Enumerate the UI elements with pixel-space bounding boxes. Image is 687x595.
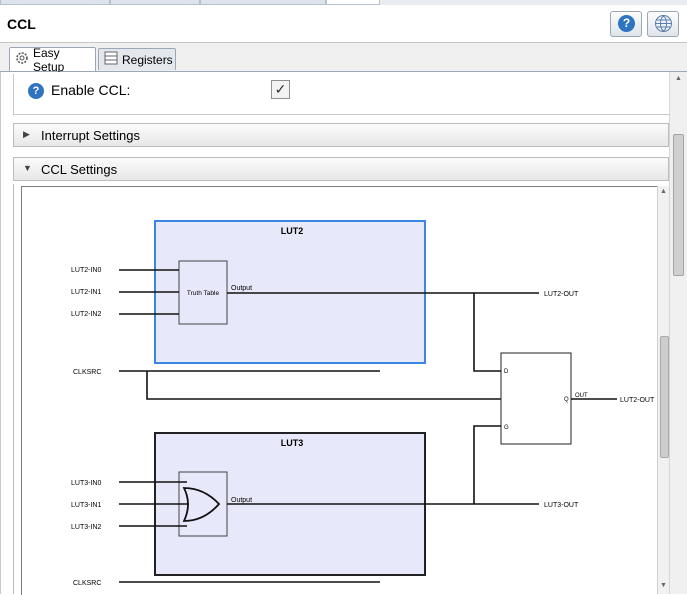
truth-table-block[interactable] [178,260,228,325]
lut3-in2-label: LUT3-IN2 [71,524,101,531]
lut3-out-label: LUT3-OUT [544,502,579,509]
lut3-output-label: Output [231,497,252,504]
enable-ccl-checkbox[interactable]: ✓ [271,80,290,99]
help-icon[interactable]: ? [28,83,44,99]
document-tab[interactable] [110,0,200,5]
lut2-in1-label: LUT2-IN1 [71,289,101,296]
ccl-settings-header[interactable]: ▼ CCL Settings [13,157,669,181]
truth-table-label: Truth Table [187,290,220,297]
tab-registers[interactable]: Registers [98,48,176,70]
diagram-scroll-thumb[interactable] [660,336,669,458]
collapse-arrow-icon: ▼ [23,163,32,173]
page-scroll-thumb[interactable] [673,134,684,276]
diagram-scrollbar[interactable]: ▲ ▼ [657,186,670,594]
scroll-up-icon[interactable]: ▲ [660,188,667,195]
lut2-in2-label: LUT2-IN2 [71,311,101,318]
enable-ccl-label: Enable CCL: [51,82,131,98]
ff-out-label: OUT [575,393,588,399]
interrupt-settings-header[interactable]: ▶ Interrupt Settings [13,123,669,147]
document-tab-active[interactable] [326,0,380,5]
scroll-up-icon[interactable]: ▲ [675,75,682,82]
view-tab-strip: Easy Setup Registers [0,43,687,74]
ff-lut2-out-label: LUT2-OUT [620,397,655,404]
tab-label: Easy Setup [33,45,65,74]
enable-ccl-row: ? Enable CCL: ✓ [13,74,670,115]
gear-icon [15,51,29,68]
document-tab[interactable] [0,0,110,5]
ff-g-label: G [504,425,509,431]
scroll-down-icon[interactable]: ▼ [660,582,667,589]
lut2-title: LUT2 [281,226,304,236]
document-tab[interactable] [200,0,326,5]
globe-icon [655,15,672,32]
question-icon: ? [618,15,635,32]
ff-d-label: D [504,369,509,375]
ff-q-label: Q [564,397,569,403]
page-scrollbar[interactable]: ▲ [669,72,687,594]
ccl-diagram: LUT2 Truth Table LUT2-IN0 LUT2-IN1 LUT2-… [21,186,658,595]
tab-easy-setup[interactable]: Easy Setup [9,45,96,74]
flip-flop-block[interactable] [500,352,572,445]
panel-title: CCL [7,16,36,32]
table-icon [104,51,118,68]
lut3-in0-label: LUT3-IN0 [71,480,101,487]
panel-header: CCL ? [0,5,687,43]
clksrc-label: CLKSRC [73,580,101,587]
help-button[interactable]: ? [610,11,642,37]
section-title: CCL Settings [41,162,118,177]
tab-label: Registers [122,52,173,67]
section-title: Interrupt Settings [41,128,140,143]
lut3-in1-label: LUT3-IN1 [71,502,101,509]
expand-arrow-icon: ▶ [23,129,30,139]
lut3-title: LUT3 [281,438,304,448]
lut2-output-label: Output [231,285,252,292]
web-button[interactable] [647,11,679,37]
lut2-out-label: LUT2-OUT [544,291,579,298]
lut2-in0-label: LUT2-IN0 [71,267,101,274]
clksrc-label: CLKSRC [73,369,101,376]
